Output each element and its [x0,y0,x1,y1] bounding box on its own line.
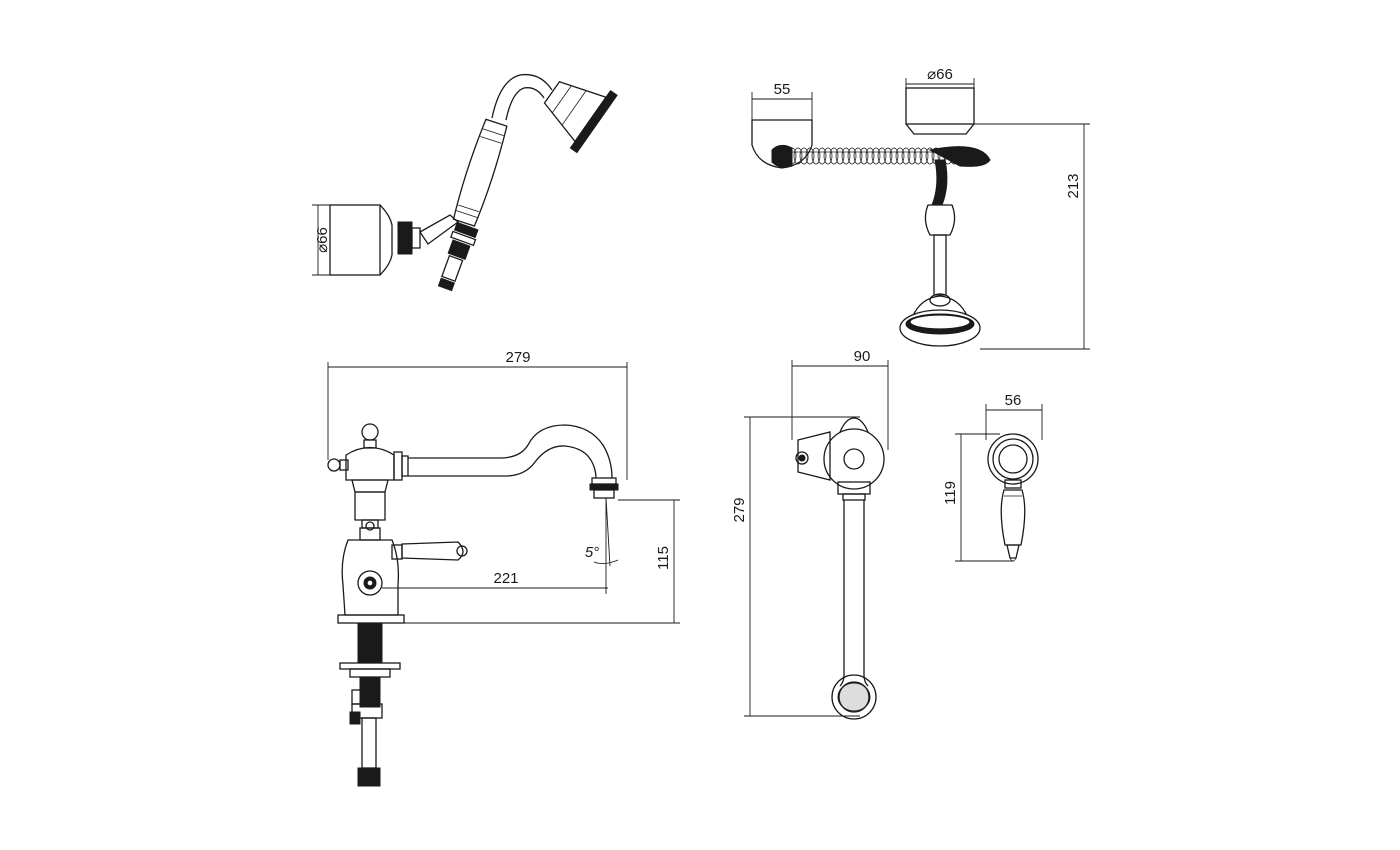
dim-label-handshower-diameter: ⌀66 [314,227,331,253]
hose-coil-loop [829,147,839,165]
handshower-side-view [329,73,618,292]
hose-coil-loop [847,147,857,165]
dim-label-top-length: 279 [731,497,748,522]
hose-coil-loop [919,147,929,165]
hose-coil-loop [925,147,935,165]
dim-label-total-height: 213 [1065,173,1082,198]
hose-coil-loop [835,147,845,165]
dimension-spout-reach: 221 [382,498,608,594]
dim-label-handle-width: 56 [1005,392,1022,409]
hose-coil-loop [913,147,923,165]
hose-coil-loop [787,147,797,165]
hose-coil-loop [865,147,875,165]
hose-coil-loop [817,147,827,165]
dimension-total-height: 213 [974,123,1090,350]
hose-coil-loop [799,147,809,165]
hose-coil-loop [901,147,911,165]
hose-coil-loop [883,147,893,165]
dimension-handshower-diameter: ⌀66 [312,204,331,276]
dimension-spout-height: 115 [404,499,680,624]
dim-label-spout-reach: 221 [493,570,518,587]
hose-coil-loop [781,147,791,165]
dimension-spout-length: 279 [327,349,628,480]
hose-coil-loop [805,147,815,165]
dimension-handle-width: 56 [985,392,1043,440]
dimension-holder-diameter: ⌀66 [905,66,975,88]
dim-label-spout-height: 115 [655,546,672,570]
hose-coil-loop [811,147,821,165]
hose-coil-loop [859,147,869,165]
hose-coil-loop [823,147,833,165]
dim-label-handle-height: 119 [942,481,959,505]
dimension-hook-width: 55 [751,81,813,120]
dim-label-spout-angle: 5° [585,544,599,561]
dimension-top-length: 279 [731,416,860,717]
hose-coil-loop [889,147,899,165]
dim-label-top-depth: 90 [854,348,871,365]
dimension-top-depth: 90 [791,348,889,450]
dim-label-holder-diameter: ⌀66 [927,66,953,83]
dimension-handle-height: 119 [942,433,1014,562]
handle-detail-view [987,433,1039,562]
hose-coil-loop [895,147,905,165]
hose-coil-loop [877,147,887,165]
hose-coil-loop [853,147,863,165]
faucet-top-view [795,417,885,720]
dim-label-spout-length: 279 [505,349,530,366]
dim-label-hook-width: 55 [774,81,791,98]
hose-coil-loop [793,147,803,165]
hose-coil-loop [907,147,917,165]
hose-coil-loop [841,147,851,165]
faucet-side-view [327,423,619,787]
hose-top-view [751,87,991,347]
dimension-spout-angle: 5° [585,497,619,567]
hose-coil-loop [871,147,881,165]
